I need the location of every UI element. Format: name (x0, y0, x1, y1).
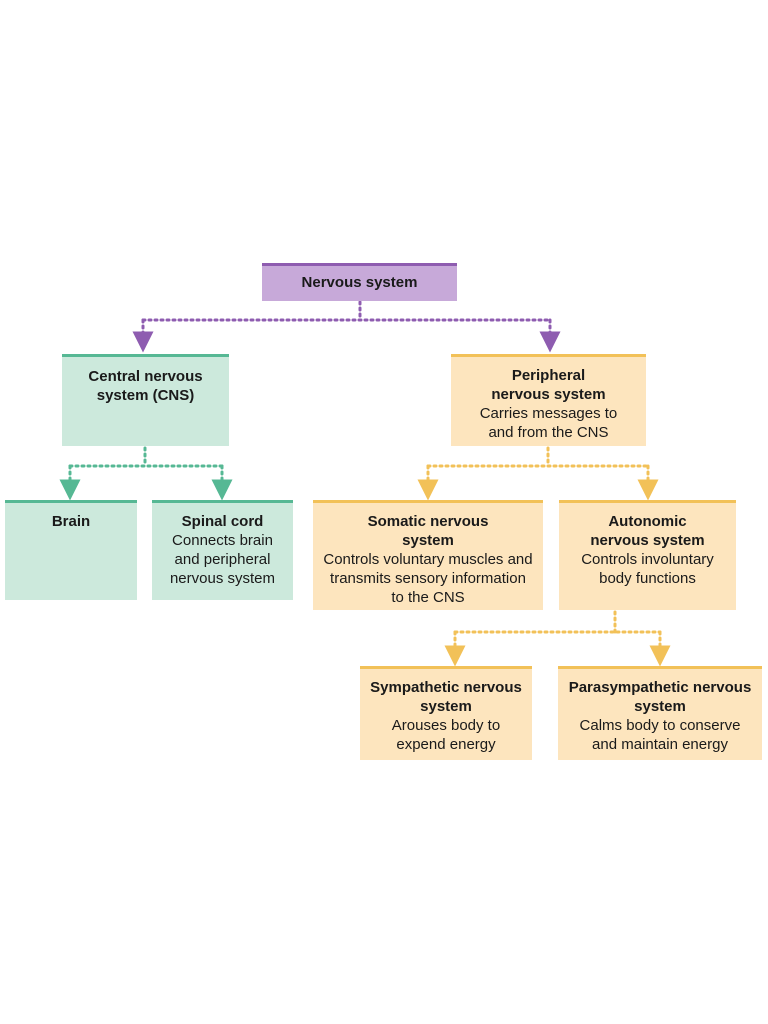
connector-pns (417, 446, 659, 501)
parasympathetic-box: Parasympathetic nervous system Calms bod… (558, 666, 762, 760)
spinal-cord-box: Spinal cord Connects brain and periphera… (152, 500, 293, 600)
cns-title: Central nervous system (CNS) (88, 368, 203, 404)
autonomic-box: Autonomic nervous system Controls involu… (559, 500, 736, 610)
sympathetic-title: Sympathetic nervous system (370, 679, 522, 715)
spinal-cord-title: Spinal cord (181, 513, 264, 530)
somatic-box: Somatic nervous system Controls voluntar… (313, 500, 543, 610)
somatic-desc: Controls voluntary muscles and transmits… (323, 551, 533, 606)
brain-box: Brain (5, 500, 137, 600)
sympathetic-box: Sympathetic nervous system Arouses body … (360, 666, 532, 760)
nervous-system-box: Nervous system (262, 263, 457, 301)
pns-desc: Carries messages to and from the CNS (479, 405, 618, 441)
brain-title: Brain (51, 513, 91, 530)
connector-nervous-system (132, 300, 561, 353)
nervous-system-title: Nervous system (301, 274, 418, 291)
somatic-title: Somatic nervous system (367, 513, 489, 549)
spinal-cord-desc: Connects brain and peripheral nervous sy… (169, 532, 276, 587)
sympathetic-desc: Arouses body to expend energy (391, 717, 501, 753)
pns-box: Peripheral nervous system Carries messag… (451, 354, 646, 446)
autonomic-title: Autonomic nervous system (590, 513, 705, 549)
cns-box: Central nervous system (CNS) (62, 354, 229, 446)
pns-title: Peripheral nervous system (491, 367, 606, 403)
parasympathetic-title: Parasympathetic nervous system (568, 679, 752, 715)
parasympathetic-desc: Calms body to conserve and maintain ener… (579, 717, 741, 753)
autonomic-desc: Controls involuntary body functions (581, 551, 714, 587)
connector-autonomic (444, 610, 671, 667)
connector-cns (59, 446, 233, 501)
